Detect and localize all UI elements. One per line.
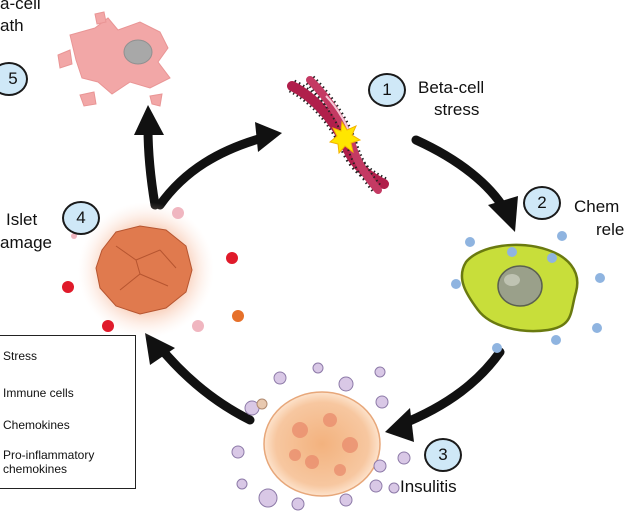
- stage-3-number: 3: [438, 445, 448, 464]
- stage-1-badge: 1: [368, 73, 406, 107]
- stage-2-label-line2: rele: [596, 220, 625, 239]
- stage-3-label: Insulitis: [400, 477, 457, 496]
- stage-2-number: 2: [537, 193, 547, 212]
- chemokine-dots: [451, 231, 605, 353]
- stage-2-badge: 2: [523, 186, 561, 220]
- arrow-4-to-5-head: [134, 105, 164, 135]
- dead-beta-cell: [57, 11, 171, 107]
- stage-2-label-line1: Chem: [574, 197, 620, 216]
- stage-5-number: 5: [8, 69, 18, 88]
- arrow-3-to-4: [153, 340, 255, 425]
- cycle-arrows: [134, 105, 518, 442]
- stressed-chromosomes: [287, 75, 389, 194]
- legend-item-proinflammatory-line1: Pro-inflammatory: [3, 448, 95, 462]
- stage-4-number: 4: [76, 208, 86, 227]
- stage-1-number: 1: [382, 80, 392, 99]
- arrow-4-to-5: [143, 123, 160, 210]
- immune-cells: [231, 362, 400, 511]
- stress-star-icon: [328, 120, 362, 155]
- insulitis-islet: [231, 362, 411, 511]
- legend-item-proinflammatory-line2: chemokines: [3, 462, 68, 476]
- damaged-islet: [62, 202, 244, 338]
- stage-1-label-line2: stress: [434, 100, 480, 119]
- chemokine-releasing-cell: [451, 231, 605, 353]
- arrow-3-to-4-head: [145, 333, 175, 365]
- arrow-1-to-2: [411, 135, 510, 215]
- stage-5-label-line2: ath: [0, 16, 24, 35]
- legend-item-chemokines: Chemokines: [3, 418, 70, 432]
- arrow-2-to-3-head: [385, 408, 414, 442]
- stage-1-label-line1: Beta-cell: [418, 78, 485, 97]
- legend-item-immune-cells: Immune cells: [3, 386, 74, 400]
- stage-5-label-line1: a-cell: [0, 0, 41, 13]
- stage-4-label-line2: amage: [0, 233, 52, 252]
- arrow-4-to-1: [155, 133, 267, 210]
- legend: Stress Immune cells Chemokines Pro-infla…: [0, 335, 136, 489]
- arrow-1-to-2-head: [488, 196, 518, 232]
- legend-item-stress: Stress: [3, 349, 38, 363]
- proinflammatory-dots: [62, 252, 238, 332]
- arrow-4-to-1-head: [255, 122, 282, 152]
- stage-4-label-line1: Islet: [6, 210, 38, 229]
- arrow-2-to-3: [395, 347, 505, 430]
- stage-4-badge: 4: [62, 201, 100, 235]
- stage-3-badge: 3: [424, 438, 462, 472]
